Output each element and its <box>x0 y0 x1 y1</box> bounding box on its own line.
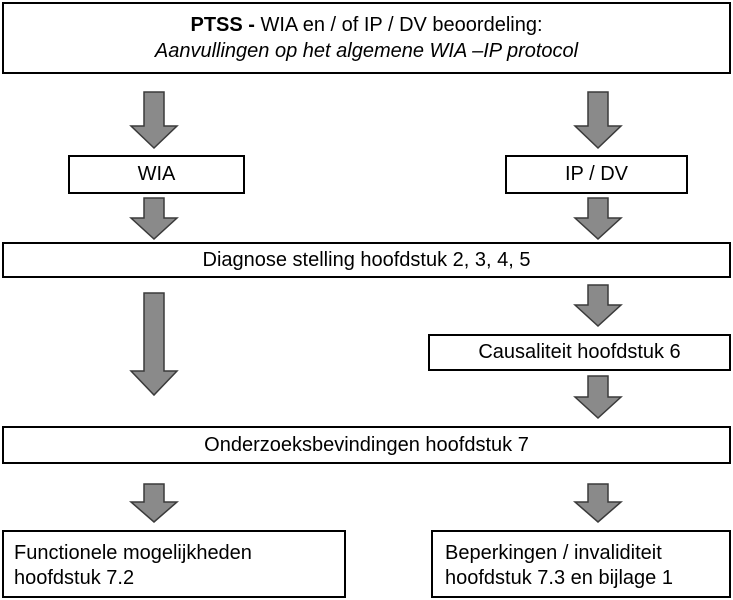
functioneel-line-1: Functionele mogelijkheden <box>14 542 252 564</box>
beperkingen-box: Beperkingen / invaliditeit hoofdstuk 7.3… <box>431 530 731 598</box>
ipdv-box: IP / DV <box>505 155 688 194</box>
arrow-onderzoek-to-beperkingen <box>572 483 624 523</box>
title-text: WIA en / of IP / DV beoordeling: <box>254 14 543 36</box>
title-box: PTSS - WIA en / of IP / DV beoordeling: … <box>2 2 731 74</box>
arrow-onderzoek-to-functioneel <box>128 483 180 523</box>
title-bold: PTSS - <box>190 14 255 36</box>
beperkingen-line-2: hoofdstuk 7.3 en bijlage 1 <box>445 567 673 589</box>
arrow-ipdv-to-diagnose <box>573 197 623 241</box>
beperkingen-line-1: Beperkingen / invaliditeit <box>445 542 662 564</box>
functioneel-box: Functionele mogelijkheden hoofdstuk 7.2 <box>2 530 346 598</box>
arrow-diagnose-to-onderzoek <box>129 292 179 397</box>
causaliteit-box: Causaliteit hoofdstuk 6 <box>428 334 731 371</box>
arrow-diagnose-to-causaliteit <box>573 284 623 328</box>
arrow-title-to-ipdv <box>573 91 623 150</box>
arrow-wia-to-diagnose <box>129 197 179 241</box>
title-subtitle: Aanvullingen op het algemene WIA –IP pro… <box>154 40 579 62</box>
onderzoek-box: Onderzoeksbevindingen hoofdstuk 7 <box>2 426 731 464</box>
arrow-causaliteit-to-onderzoek <box>573 375 623 420</box>
diagnose-box: Diagnose stelling hoofdstuk 2, 3, 4, 5 <box>2 242 731 278</box>
functioneel-line-2: hoofdstuk 7.2 <box>14 567 135 589</box>
title-line: PTSS - WIA en / of IP / DV beoordeling: <box>190 12 542 38</box>
wia-box: WIA <box>68 155 245 194</box>
arrow-title-to-wia <box>129 91 179 150</box>
